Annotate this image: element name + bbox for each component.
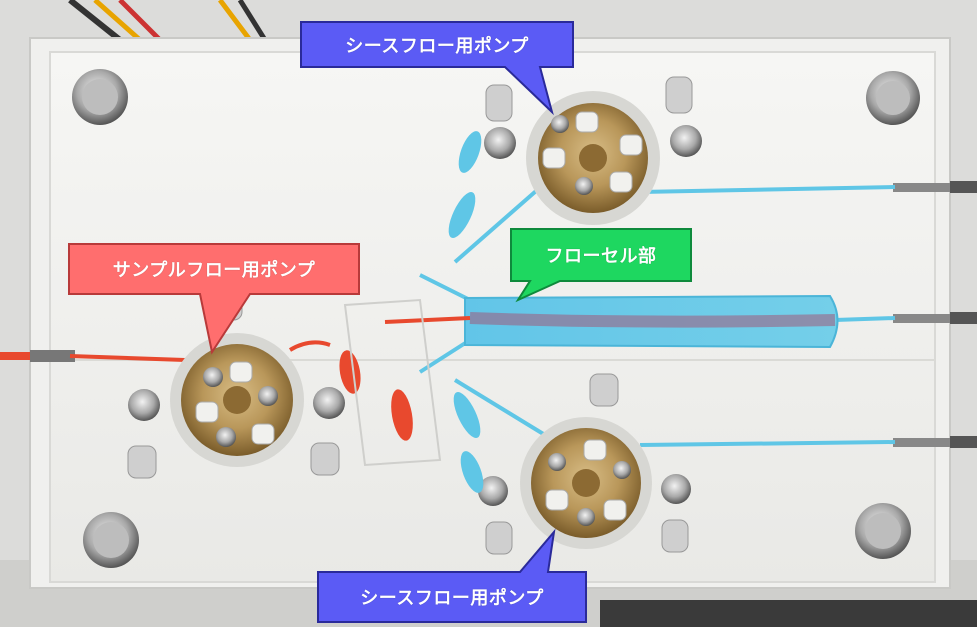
sheath-pump-bottom-icon (520, 417, 652, 549)
sheath-pump-bottom-label: シースフロー用ポンプ (360, 588, 544, 609)
sample-pump-icon (170, 333, 304, 467)
flow-cell-label: フローセル部 (545, 246, 657, 267)
sheath-pump-top-label: シースフロー用ポンプ (345, 35, 529, 57)
sheath-pump-top-icon (526, 91, 660, 225)
sample-pump-label: サンプルフロー用ポンプ (112, 260, 316, 281)
corner-screw-icon (72, 69, 920, 568)
